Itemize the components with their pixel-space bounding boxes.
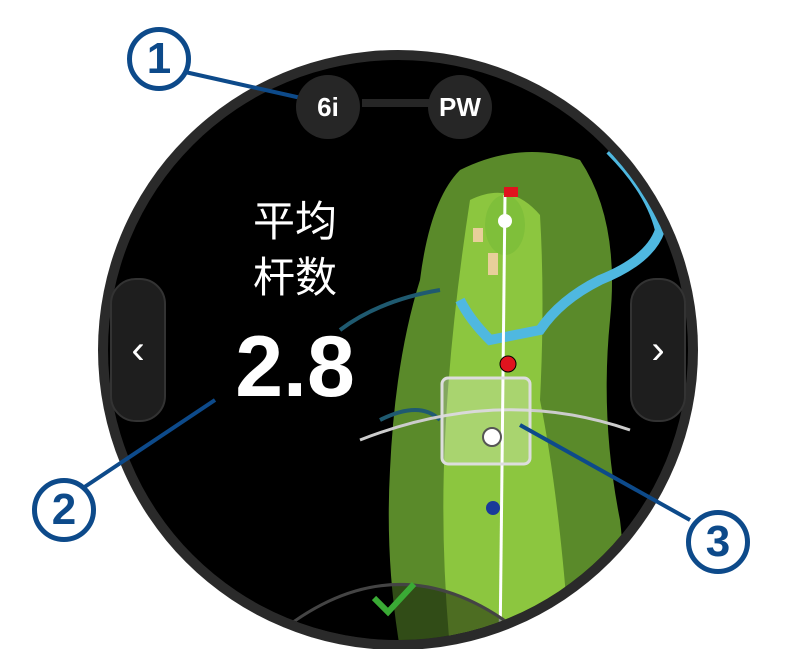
bunker xyxy=(473,228,483,242)
target-zone[interactable] xyxy=(440,376,532,466)
course-map[interactable] xyxy=(258,146,666,649)
checkmark-icon[interactable] xyxy=(371,581,417,617)
club-pw-button[interactable]: PW xyxy=(428,75,492,139)
fairway xyxy=(443,192,570,640)
aim-line xyxy=(498,194,507,640)
player-position xyxy=(486,501,500,515)
stat-label-line1: 平均 xyxy=(252,197,337,246)
callout-1: 1 xyxy=(127,27,191,91)
pin-marker xyxy=(498,214,512,228)
club-label: 6i xyxy=(317,91,339,122)
callout-line-1 xyxy=(184,70,311,102)
stat-value: 2.8 xyxy=(235,319,355,415)
aim-point[interactable] xyxy=(482,427,502,447)
callout-2: 2 xyxy=(32,478,96,542)
bunker xyxy=(488,253,498,275)
flag-icon xyxy=(504,187,518,197)
stat-label-line2: 杆数 xyxy=(252,253,337,302)
prev-button[interactable]: ‹ xyxy=(110,278,166,422)
next-button[interactable]: › xyxy=(630,278,686,422)
callout-3: 3 xyxy=(686,510,750,574)
chevron-left-icon: ‹ xyxy=(131,327,145,372)
club-6i-button[interactable]: 6i xyxy=(296,75,360,139)
chevron-right-icon: › xyxy=(651,327,665,372)
callout-line-3 xyxy=(519,423,691,522)
distance-arc xyxy=(359,408,631,442)
club-label: PW xyxy=(439,91,481,122)
target-marker xyxy=(499,355,517,373)
callout-line-2 xyxy=(78,398,217,492)
